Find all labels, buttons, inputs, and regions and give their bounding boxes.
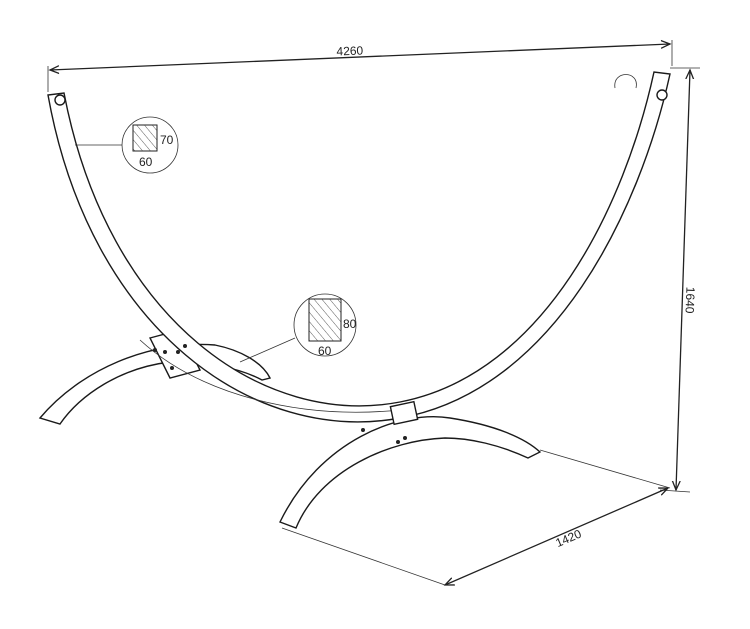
arc-section-width: 60: [139, 155, 153, 169]
height-dimension: 1640: [659, 67, 700, 493]
arc-beam: [47, 71, 671, 444]
leg-section-width: 60: [318, 344, 332, 358]
width-dimension: 4260: [47, 40, 673, 92]
width-label: 4260: [336, 43, 364, 58]
height-label: 1640: [683, 287, 698, 314]
arc-beam-section-callout: 70 60: [75, 116, 179, 174]
leg-section-callout: 80 60: [239, 293, 357, 363]
leg-section-height: 80: [343, 317, 357, 331]
front-leg: [279, 416, 542, 529]
depth-label: 1420: [553, 527, 583, 550]
arc-section-height: 70: [160, 133, 174, 147]
